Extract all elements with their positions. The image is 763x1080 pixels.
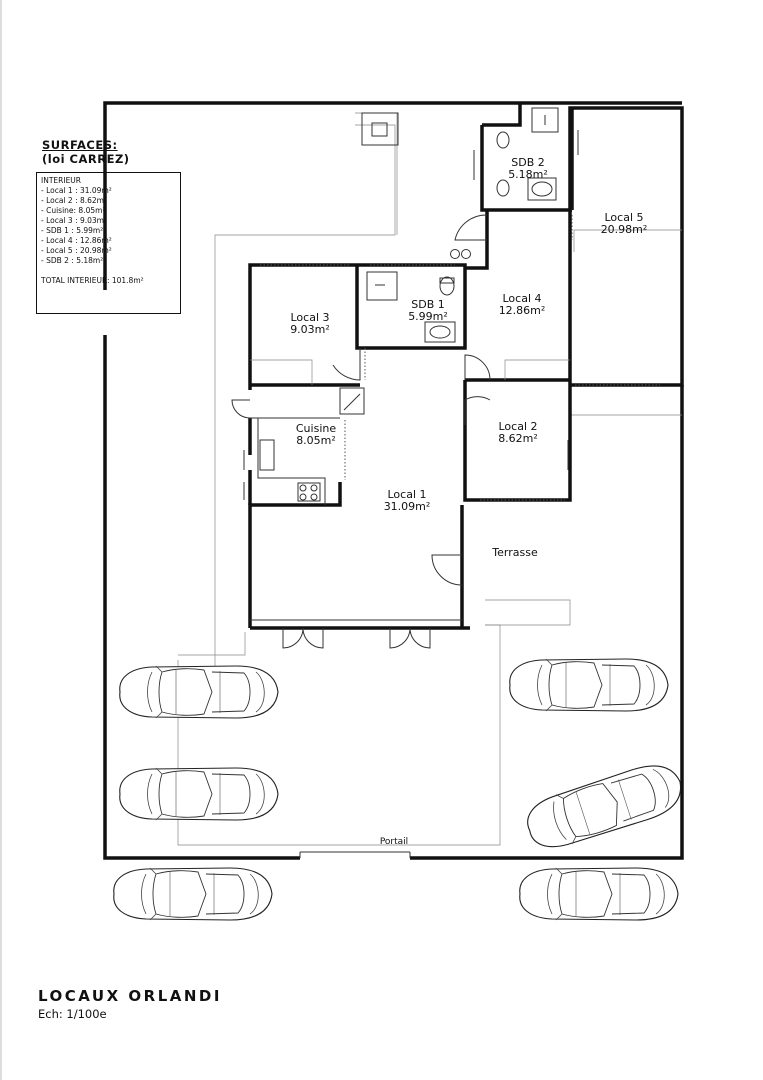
room-name-local-1: Local 1 <box>387 488 426 501</box>
interior-furniture <box>250 229 682 385</box>
surfaces-heading: SURFACES: <box>42 138 118 152</box>
surface-item: - Local 4 : 12.86m² <box>41 236 112 245</box>
plan-title: LOCAUX ORLANDI <box>38 987 222 1005</box>
room-area-local-4: 12.86m² <box>499 304 546 317</box>
room-name-sdb-1: SDB 1 <box>411 298 445 311</box>
room-name-cuisine: Cuisine <box>296 422 336 435</box>
surfaces-total: TOTAL INTERIEUR: 101.8m² <box>41 276 144 285</box>
surface-item: - Cuisine: 8.05m² <box>41 206 106 215</box>
surfaces-list: - Local 1 : 31.09m² - Local 2 : 8.62m² -… <box>41 186 176 266</box>
room-name-local-4: Local 4 <box>502 292 541 305</box>
doors <box>231 214 660 649</box>
car <box>509 658 669 712</box>
room-name-local-3: Local 3 <box>290 311 329 324</box>
surface-item: - Local 5 : 20.98m² <box>41 246 112 255</box>
surface-item: - SDB 1 : 5.99m² <box>41 226 104 235</box>
room-area-local-2: 8.62m² <box>498 432 538 445</box>
room-area-cuisine: 8.05m² <box>296 434 336 447</box>
building-walls <box>248 103 684 630</box>
surface-item: - Local 3 : 9.03m² <box>41 216 107 225</box>
windows <box>243 130 579 500</box>
car <box>119 665 279 719</box>
room-name-local-2: Local 2 <box>498 420 537 433</box>
property-boundary <box>103 101 684 860</box>
surface-item: - Local 2 : 8.62m² <box>41 196 107 205</box>
room-name-terrasse: Terrasse <box>491 546 538 559</box>
kitchen-counter <box>250 387 365 505</box>
car <box>519 867 679 921</box>
room-area-local-1: 31.09m² <box>384 500 431 513</box>
portail-label: Portail <box>380 837 408 847</box>
room-name-sdb-2: SDB 2 <box>511 156 545 169</box>
room-area-sdb-2: 5.18m² <box>508 168 548 181</box>
sdb2-fixtures <box>450 107 559 259</box>
room-area-local-5: 20.98m² <box>601 223 648 236</box>
room-area-sdb-1: 5.99m² <box>408 310 448 323</box>
room-area-local-3: 9.03m² <box>290 323 330 336</box>
room-name-local-5: Local 5 <box>604 211 643 224</box>
car <box>119 767 279 821</box>
plan-scale: Ech: 1/100e <box>38 1007 107 1021</box>
surfaces-legend: INTERIEUR - Local 1 : 31.09m² - Local 2 … <box>36 172 181 314</box>
sdb1-fixtures <box>366 271 456 343</box>
car <box>113 867 273 921</box>
surfaces-subheading: (loi CARREZ) <box>42 152 130 166</box>
surfaces-section-label: INTERIEUR <box>41 176 82 185</box>
car <box>520 756 689 856</box>
surface-item: - Local 1 : 31.09m² <box>41 186 112 195</box>
surfaces-title: SURFACES: (loi CARREZ) <box>42 138 130 166</box>
surface-item: - SDB 2 : 5.18m² <box>41 256 104 265</box>
